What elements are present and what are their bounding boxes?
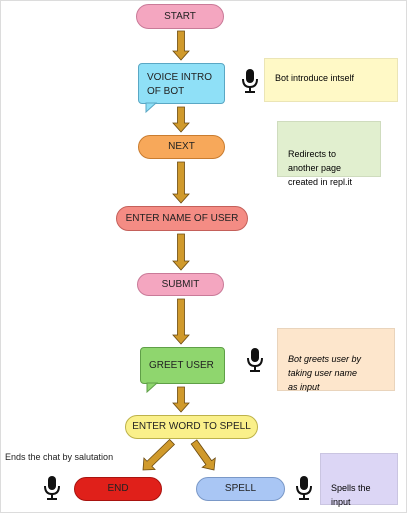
down-arrow-icon: [190, 439, 216, 471]
note-bot-intro-text: Bot introduce intself: [275, 73, 355, 83]
callout-tails: [145, 102, 159, 394]
microphone-icon: [44, 476, 60, 500]
note-greets: Bot greets user by taking user name as i…: [277, 328, 395, 392]
down-arrow-icon: [172, 386, 190, 413]
start-node[interactable]: START: [136, 4, 224, 29]
note-spells: Spells the input: [320, 453, 398, 507]
note-redirect-text: Redirects to another page created in rep…: [288, 148, 353, 187]
down-arrow-icon: [172, 106, 190, 133]
microphone-icon: [296, 476, 312, 500]
note-redirect: Redirects to another page created in rep…: [277, 121, 381, 187]
down-arrow-icon: [172, 298, 190, 345]
arrow-layer: [142, 30, 216, 471]
greet-user-node[interactable]: GREET USER: [140, 347, 225, 384]
end-node[interactable]: END: [74, 477, 162, 501]
enter-word-node[interactable]: ENTER WORD TO SPELL: [125, 415, 258, 439]
down-arrow-icon: [172, 161, 190, 204]
enter-name-node[interactable]: ENTER NAME OF USER: [116, 206, 248, 231]
note-bot-intro: Bot introduce intself: [264, 58, 398, 102]
microphone-icon: [247, 348, 263, 372]
greet-user-tail: [146, 382, 159, 394]
voice-intro-node[interactable]: VOICE INTRO OF BOT: [138, 63, 225, 104]
ends-chat-label: Ends the chat by salutation: [5, 452, 114, 462]
note-greets-text: Bot greets user by taking user name as i…: [288, 353, 362, 392]
note-spells-text: Spells the input: [331, 482, 371, 507]
down-arrow-icon: [172, 233, 190, 271]
down-arrow-icon: [172, 30, 190, 61]
next-node[interactable]: NEXT: [138, 135, 225, 159]
voice-intro-tail: [145, 102, 158, 114]
microphone-icon: [242, 69, 258, 93]
spell-node[interactable]: SPELL: [196, 477, 285, 501]
submit-node[interactable]: SUBMIT: [137, 273, 224, 296]
down-arrow-icon: [142, 438, 175, 471]
